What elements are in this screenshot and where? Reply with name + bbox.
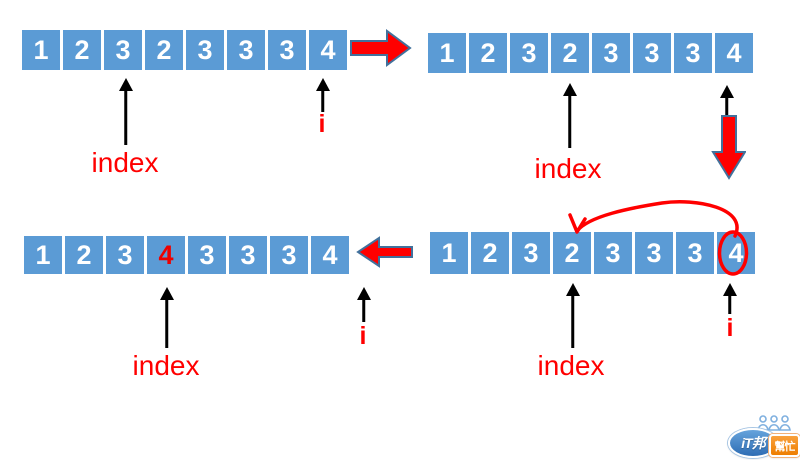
array-cell: 2: [469, 33, 507, 73]
array-cell: 2: [145, 30, 183, 70]
i-pointer-arrow: [719, 85, 734, 115]
step-arrow-left-icon: [356, 236, 413, 268]
logo-people-icon: [757, 415, 791, 431]
index-pointer-arrow: [159, 287, 174, 348]
array-cell: 4: [715, 33, 753, 73]
array-cell: 3: [676, 232, 714, 274]
copy-annotation: [568, 200, 749, 276]
array-cell: 3: [633, 33, 671, 73]
i-label: i: [359, 322, 367, 350]
logo-suffix-tag: 幫忙: [769, 434, 800, 457]
array-cell: 3: [188, 236, 226, 274]
array-cell: 2: [63, 30, 101, 70]
array-cell: 3: [227, 30, 265, 70]
copy-curve-arrowhead-icon: [568, 213, 587, 234]
array-cell: 2: [551, 33, 589, 73]
i-label: i: [318, 110, 326, 138]
array-cell: 1: [428, 33, 466, 73]
array-bottom-left: 1 2 3 4 3 3 3 4: [24, 236, 349, 274]
array-cell: 3: [186, 30, 224, 70]
index-pointer-arrow: [562, 83, 577, 148]
copy-curve-arrow-icon: [575, 200, 739, 238]
array-cell: 3: [106, 236, 144, 274]
logo-suffix-text: 幫忙: [774, 440, 796, 453]
array-cell: 3: [510, 33, 548, 73]
array-cell: 4: [311, 236, 349, 274]
array-cell: 3: [104, 30, 142, 70]
array-cell: 1: [430, 232, 468, 274]
i-pointer-arrow: [356, 287, 371, 322]
array-cell: 1: [24, 236, 62, 274]
itbang-logo: iT邦 幫忙: [724, 414, 800, 459]
index-label: index: [132, 350, 200, 381]
step-arrow-right-icon: [350, 29, 412, 67]
array-cell: 2: [553, 232, 591, 274]
array-cell: 3: [674, 33, 712, 73]
array-top-left: 1 2 3 2 3 3 3 4: [22, 30, 347, 70]
logo-brand-text: iT邦: [741, 435, 765, 451]
array-cell: 3: [229, 236, 267, 274]
index-label: index: [534, 153, 602, 184]
step-arrow-down-icon: [711, 115, 746, 180]
array-cell: 3: [268, 30, 306, 70]
array-bottom-right: 1 2 3 2 3 3 3 4: [430, 232, 755, 274]
index-pointer-arrow: [118, 78, 133, 145]
index-label: index: [537, 350, 605, 381]
array-cell: 3: [270, 236, 308, 274]
array-cell: 3: [592, 33, 630, 73]
array-cell: 3: [635, 232, 673, 274]
array-cell: 3: [512, 232, 550, 274]
index-label: index: [91, 147, 159, 178]
i-pointer-arrow: [315, 78, 330, 112]
array-cell: 2: [65, 236, 103, 274]
circled-value-icon: [717, 230, 749, 276]
array-cell: 2: [471, 232, 509, 274]
array-cell: 4: [309, 30, 347, 70]
array-cell: 3: [594, 232, 632, 274]
array-cell-highlighted: 4: [147, 236, 185, 274]
array-cell: 1: [22, 30, 60, 70]
i-label: i: [726, 314, 734, 342]
array-top-right: 1 2 3 2 3 3 3 4: [428, 33, 753, 73]
